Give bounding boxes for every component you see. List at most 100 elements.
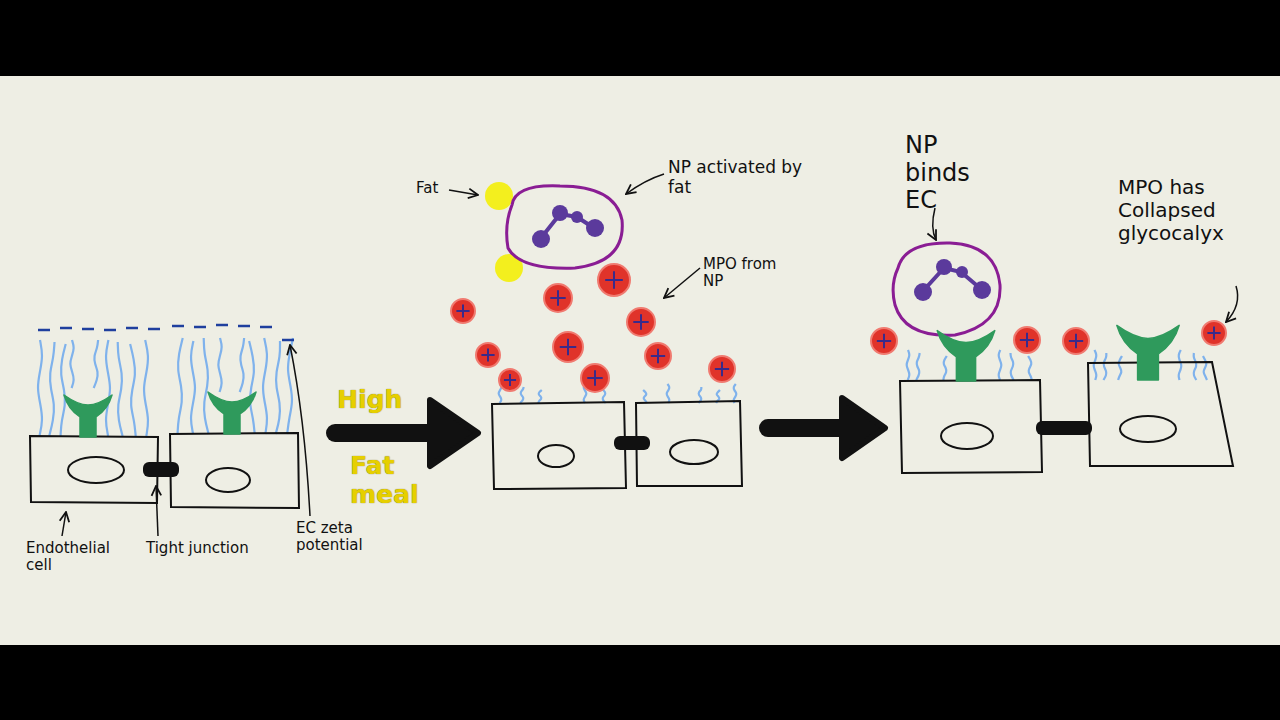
nucleus [670,440,718,464]
glycocalyx-strand [118,342,123,436]
glycocalyx-strand [698,387,701,403]
positive-charge [1207,326,1220,339]
glycocalyx-strand [643,390,647,403]
mpo-circle [1014,327,1040,353]
endothelial-cell [30,436,158,503]
positive-charge [1069,334,1083,348]
leader-line [1226,286,1238,322]
glycocalyx-strand [1010,353,1013,380]
positive-charge [633,314,648,329]
glycocalyx-strand [106,340,110,436]
positive-charge [605,271,623,289]
mpo-circle [544,284,572,312]
tight-junction [143,462,179,477]
mpo-circle [1202,321,1226,345]
nucleus [206,468,250,492]
nucleus [538,445,574,467]
annotation-label: NP binds EC [905,132,995,215]
glycocalyx-strand [1179,350,1182,380]
mpo-circle [645,343,671,369]
glycocalyx-strand [667,384,670,403]
glycocalyx-strand [520,387,524,403]
annotation-label: EC zeta potential [296,520,386,555]
glycocalyx-strand [144,340,148,436]
negative-charge [82,328,94,331]
glycocalyx-strand [1118,356,1122,380]
positive-charge [456,304,469,317]
positive-charge [550,290,565,305]
neutrophil [893,243,1000,335]
mpo-particle [627,308,655,336]
receptor [208,392,256,434]
leader-line [626,174,664,194]
glycocalyx-strand [276,341,280,434]
arrowhead [430,400,478,466]
glycocalyx-strand [907,350,910,380]
positive-charge [481,348,494,361]
receptor [937,331,995,381]
annotation-label: MPO from NP [703,256,793,291]
negative-charge [104,329,116,332]
glycocalyx-strand [916,353,920,380]
positive-charge [504,374,516,386]
mpo-particle [544,284,572,312]
mpo-circle [871,328,897,354]
glycocalyx-strand [1103,353,1106,380]
mpo-particle [476,343,500,367]
negative-charge [148,328,160,331]
negative-charge [216,324,228,327]
glycocalyx-strand [130,344,136,436]
glycocalyx-strand [249,341,255,434]
mpo-circle [598,264,630,296]
top-bar [0,0,1280,76]
mpo-circle [499,369,521,391]
glycocalyx-strand [49,342,54,436]
nucleus [68,457,124,483]
leader-line [290,345,310,516]
glycocalyx-strand [943,356,946,380]
negative-charge [282,339,294,342]
glycocalyx-strand [1194,353,1197,380]
endothelial-cell [170,433,299,508]
glycocalyx-strand [999,350,1002,380]
mpo-circle [709,356,735,382]
leader-line [62,512,66,536]
mpo-particle [581,364,609,392]
mpo-particle [1014,327,1040,353]
mpo-circle [627,308,655,336]
glycocalyx-strand [538,390,541,403]
tight-junction [1036,421,1092,435]
endothelial-cell [492,402,626,489]
mpo-particle [1063,328,1089,354]
arrowhead [842,398,885,458]
mpo-particle [499,369,521,391]
glycocalyx-strand [94,340,98,388]
endothelial-cell [900,380,1042,473]
leader-line [449,190,478,195]
annotation-label: NP activated by fat [668,158,818,197]
receptor [1117,325,1179,380]
fat-droplet [485,182,513,210]
mpo-circle [581,364,609,392]
endothelial-cell [1088,362,1233,466]
glycocalyx-strand [218,338,221,392]
negative-charge [60,327,72,330]
mpo-circle [1063,328,1089,354]
receptors [64,325,1179,437]
mpo-particle [451,299,475,323]
positive-charge [1020,333,1034,347]
mpo-particle [645,343,671,369]
positive-charge [560,339,577,356]
negative-charge [260,326,272,329]
negative-charge [194,326,206,329]
neutrophil [507,186,623,268]
bottom-bar [0,645,1280,720]
glycocalyx-strand [1094,350,1097,380]
glycocalyx-strand [263,338,267,434]
glycocalyx-strand [61,344,66,436]
mpo-particle [1202,321,1226,345]
glycocalyx-strand [204,338,209,434]
caption-label: Fat meal [350,452,430,510]
